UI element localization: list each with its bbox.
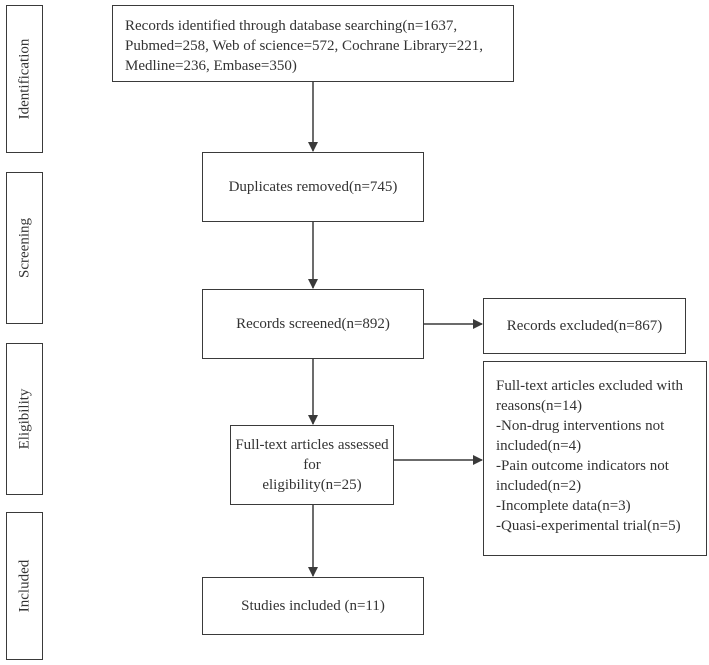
records-identified-box: Records identified through database sear… — [112, 5, 514, 82]
records-identified-line-3: Medline=236, Embase=350) — [125, 58, 297, 74]
phase-eligibility: Eligibility — [6, 343, 43, 495]
studies-included-box: Studies included (n=11) — [202, 577, 424, 635]
fulltext-excluded-line-6: included(n=2) — [496, 478, 582, 494]
fulltext-excluded-line-5: -Pain outcome indicators not — [496, 458, 669, 474]
fulltext-excluded-line-7: -Incomplete data(n=3) — [496, 498, 631, 514]
fulltext-excluded-line-2: reasons(n=14) — [496, 398, 582, 414]
fulltext-assessed-line-2: eligibility(n=25) — [262, 477, 362, 493]
fulltext-excluded-line-1: Full-text articles excluded with — [496, 378, 684, 394]
studies-included-label: Studies included (n=11) — [241, 598, 385, 614]
phase-screening: Screening — [6, 172, 43, 324]
fulltext-assessed-box: Full-text articles assessed for eligibil… — [230, 425, 394, 505]
records-screened-label: Records screened(n=892) — [236, 316, 390, 332]
phase-included: Included — [6, 512, 43, 660]
fulltext-excluded-box: Full-text articles excluded with reasons… — [483, 361, 707, 556]
records-identified-line-1: Records identified through database sear… — [125, 18, 458, 34]
fulltext-excluded-line-3: -Non-drug interventions not — [496, 418, 665, 434]
phase-identification: Identification — [6, 5, 43, 153]
duplicates-removed-label: Duplicates removed(n=745) — [228, 179, 398, 195]
records-excluded-box: Records excluded(n=867) — [483, 298, 686, 354]
records-excluded-label: Records excluded(n=867) — [506, 318, 663, 334]
records-screened-box: Records screened(n=892) — [202, 289, 424, 359]
duplicates-removed-box: Duplicates removed(n=745) — [202, 152, 424, 222]
fulltext-excluded-line-4: included(n=4) — [496, 438, 582, 454]
records-identified-line-2: Pubmed=258, Web of science=572, Cochrane… — [125, 38, 483, 54]
fulltext-assessed-line-1: Full-text articles assessed for — [235, 437, 389, 473]
fulltext-excluded-line-8: -Quasi-experimental trial(n=5) — [496, 518, 681, 534]
